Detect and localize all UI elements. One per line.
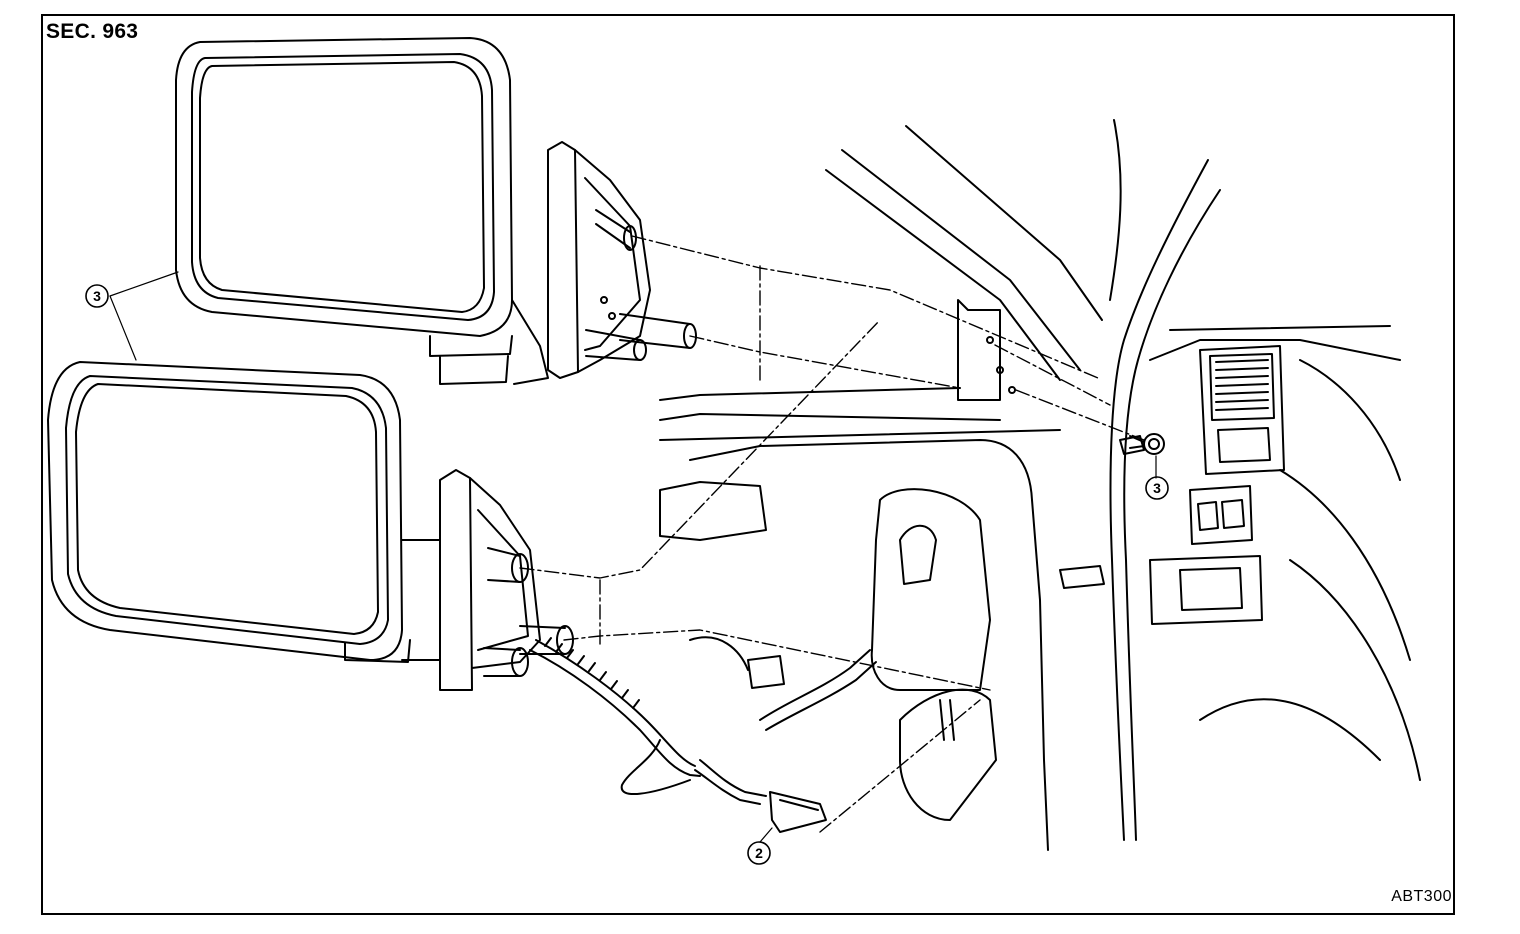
mirror-harness [529,637,827,833]
callout-mirror-nut: 3 [1145,476,1169,500]
upper-mirror [175,37,549,385]
diagram-frame [41,14,1455,915]
figure-code: ABT300 [1391,888,1452,905]
callout-harness-connector: 2 [747,841,771,865]
mirror-nut [1129,433,1165,455]
section-label: SEC. 963 [46,20,139,43]
upper-mirror-base [547,141,697,379]
harness-connector-icon [769,791,827,833]
callout-circle-icon [747,841,771,865]
leader-lines [109,271,1157,843]
door-panel [659,119,1221,851]
assembly-lines [519,235,1145,833]
callout-mirror-assembly: 3 [85,284,109,308]
lower-mirror-base [439,469,574,691]
lower-mirror [47,361,441,663]
callout-harness-connector-label: 2 [755,845,763,861]
callout-mirror-nut-label: 3 [1153,480,1161,496]
callout-mirror-assembly-label: 3 [93,288,101,304]
callout-circle-icon [85,284,109,308]
dashboard [1059,325,1421,781]
callout-circle-icon [1145,476,1169,500]
